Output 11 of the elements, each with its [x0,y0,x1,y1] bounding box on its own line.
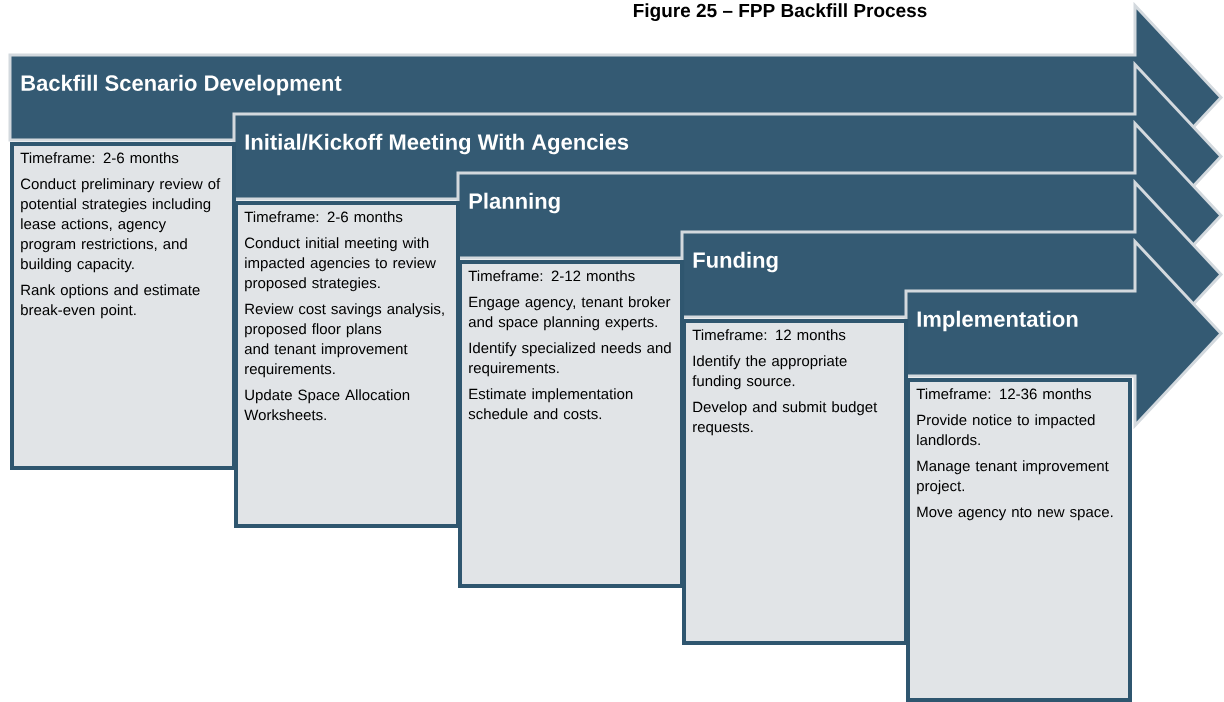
node-label: Initial/Kickoff Meeting With Agencies [245,133,629,155]
step-box: Timeframe: 12-36 months Provide notice to impacted landlords. Manage tenant improvement project. Move agency nto new space. [906,378,1132,702]
step-box: Timeframe: 2-6 months Conduct preliminary review of potential strategies including lease actions, agency program restrictions, and building capacity. Rank options and estimate break-even point. [10,142,236,470]
figure-title: Figure 25 – FPP Backfill Process [633,3,927,21]
step-box: Timeframe: 2-6 months Conduct initial meeting with impacted agencies to review proposed strategies. Review cost savings analysis, proposed floor plans and tenant improvement requirements. Update Space Allocation Worksheets. [234,201,460,528]
node-label: Implementation [917,310,1078,332]
node-label: Backfill Scenario Development [21,74,342,96]
step-box: Timeframe: 12 months Identify the appropriate funding source. Develop and submit budget requests. [682,319,908,645]
node-label: Funding [693,251,778,273]
step-box: Timeframe: 2-12 months Engage agency, tenant broker and space planning experts. Identify specialized needs and requirements. Estimate implementation schedule and costs. [458,260,684,588]
node-label: Planning [469,192,560,214]
